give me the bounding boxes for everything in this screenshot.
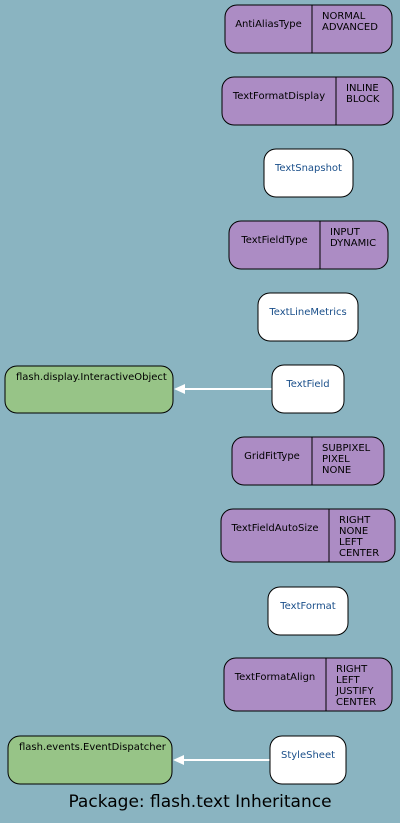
inheritance-arrowhead [174,384,185,394]
class-name-link[interactable]: TextSnapshot [274,163,342,174]
class-node-textfield[interactable]: TextField [271,364,345,414]
inheritance-arrowhead [173,755,184,765]
edges-layer [173,384,272,765]
enum-value: PIXEL [322,454,350,465]
enum-value: DYNAMIC [330,238,376,249]
enum-value: LEFT [339,537,363,548]
enum-name: GridFitType [244,451,300,462]
enum-value: SUBPIXEL [322,443,371,454]
enum-name: TextFormatAlign [234,672,316,683]
external-name: flash.display.InteractiveObject [16,372,167,383]
external-node-box [4,365,174,414]
enum-value: BLOCK [346,94,380,105]
class-node-box [269,735,347,785]
class-node-box [257,292,359,342]
class-name-link[interactable]: TextLineMetrics [268,307,346,318]
enum-value: RIGHT [336,664,368,675]
enum-node-box [231,436,385,486]
enum-value: NONE [339,526,368,537]
inheritance-edge [173,755,270,765]
class-node-box [271,364,345,414]
class-node-textlinemetrics[interactable]: TextLineMetrics [257,292,359,342]
enum-value: JUSTIFY [335,686,374,697]
enum-value: INPUT [330,227,361,238]
enum-name: TextFieldAutoSize [230,523,318,534]
class-node-box [267,586,349,636]
class-node-textformat[interactable]: TextFormat [267,586,349,636]
class-node-textsnapshot[interactable]: TextSnapshot [263,148,354,198]
class-name-link[interactable]: TextFormat [279,601,336,612]
enum-name: TextFieldType [240,235,307,246]
enum-node-box [220,508,396,563]
class-node-stylesheet[interactable]: StyleSheet [269,735,347,785]
diagram-title: Package: flash.text Inheritance [68,792,331,812]
enum-node-box [221,76,394,126]
enum-node-box [228,220,389,270]
enum-value: NORMAL [322,11,366,22]
inheritance-edge [174,384,272,394]
enum-value: INLINE [346,83,379,94]
class-name-link[interactable]: TextField [285,379,329,390]
external-node-interactiveobject: flash.display.InteractiveObject [4,365,174,414]
enum-name: TextFormatDisplay [232,91,325,102]
external-node-eventdispatcher: flash.events.EventDispatcher [7,735,173,785]
external-name: flash.events.EventDispatcher [19,742,167,753]
enum-node-box [224,4,393,54]
enum-value: NONE [322,465,351,476]
enum-value: ADVANCED [322,22,378,33]
enum-value: LEFT [336,675,360,686]
enum-value: CENTER [339,548,379,559]
enum-value: CENTER [336,697,376,708]
external-node-box [7,735,173,785]
class-node-box [263,148,354,198]
enum-node-box [223,657,393,712]
class-name-link[interactable]: StyleSheet [281,750,335,761]
enum-value: RIGHT [339,515,371,526]
enum-name: AntiAliasType [235,19,302,30]
